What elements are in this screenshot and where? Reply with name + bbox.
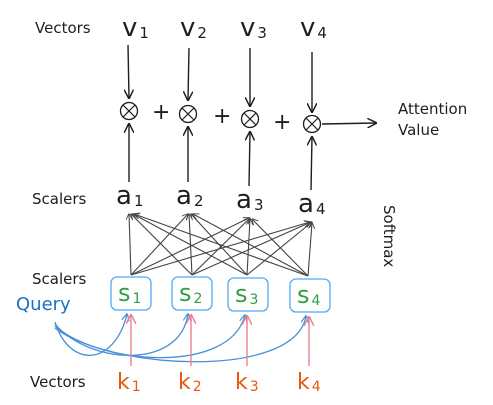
svg-text:s4: s4 [297, 281, 321, 309]
svg-text:s1: s1 [118, 279, 141, 307]
scalers-a-label: Scalers [32, 190, 87, 208]
arrow-a4-up [311, 137, 312, 191]
attention-label-line1: Attention [398, 100, 467, 118]
svg-text:k2: k2 [178, 370, 202, 395]
svg-text:a3: a3 [236, 185, 263, 215]
plus-sign: + [152, 100, 170, 125]
vectors-top-label: Vectors [35, 19, 91, 37]
svg-text:s2: s2 [179, 279, 202, 307]
query-curve-s2 [54, 314, 188, 356]
query-label: Query [16, 294, 71, 315]
multiply-row: + + + [119, 100, 322, 135]
svg-text:v3: v3 [240, 13, 267, 43]
k-to-s-arrows [131, 315, 309, 366]
query-curve-s3 [54, 315, 245, 359]
arrow-v1-down [128, 44, 129, 98]
svg-text:a4: a4 [298, 189, 325, 219]
svg-text:a1: a1 [116, 181, 143, 211]
a-to-multiply-arrows [129, 124, 312, 191]
query-curve-s1 [54, 314, 127, 356]
svg-text:v1: v1 [122, 13, 149, 43]
arrow-a3-up [249, 132, 250, 187]
v-to-multiply-arrows [128, 44, 312, 112]
arrow-v2-down [188, 47, 189, 100]
multiply-icon [240, 109, 260, 129]
svg-text:s3: s3 [235, 280, 258, 308]
softmax-label: Softmax [380, 205, 398, 267]
svg-text:k1: k1 [117, 370, 141, 395]
multiply-icon [302, 114, 322, 134]
svg-text:v2: v2 [180, 13, 207, 43]
svg-text:k3: k3 [235, 370, 259, 395]
svg-text:a2: a2 [176, 181, 203, 211]
svg-text:k4: k4 [297, 370, 321, 395]
query-curve-s4 [54, 316, 306, 363]
svg-text:v4: v4 [300, 13, 327, 43]
arrow-to-attention [321, 123, 376, 124]
vectors-bottom-label: Vectors [30, 373, 86, 391]
softmax-connections [129, 214, 312, 277]
multiply-icon [178, 104, 198, 124]
plus-sign: + [273, 110, 291, 135]
scalers-s-label: Scalers [32, 270, 87, 288]
plus-sign: + [213, 104, 231, 129]
multiply-icon [119, 101, 139, 121]
attention-label-line2: Value [398, 121, 439, 139]
query-curves [54, 314, 306, 363]
